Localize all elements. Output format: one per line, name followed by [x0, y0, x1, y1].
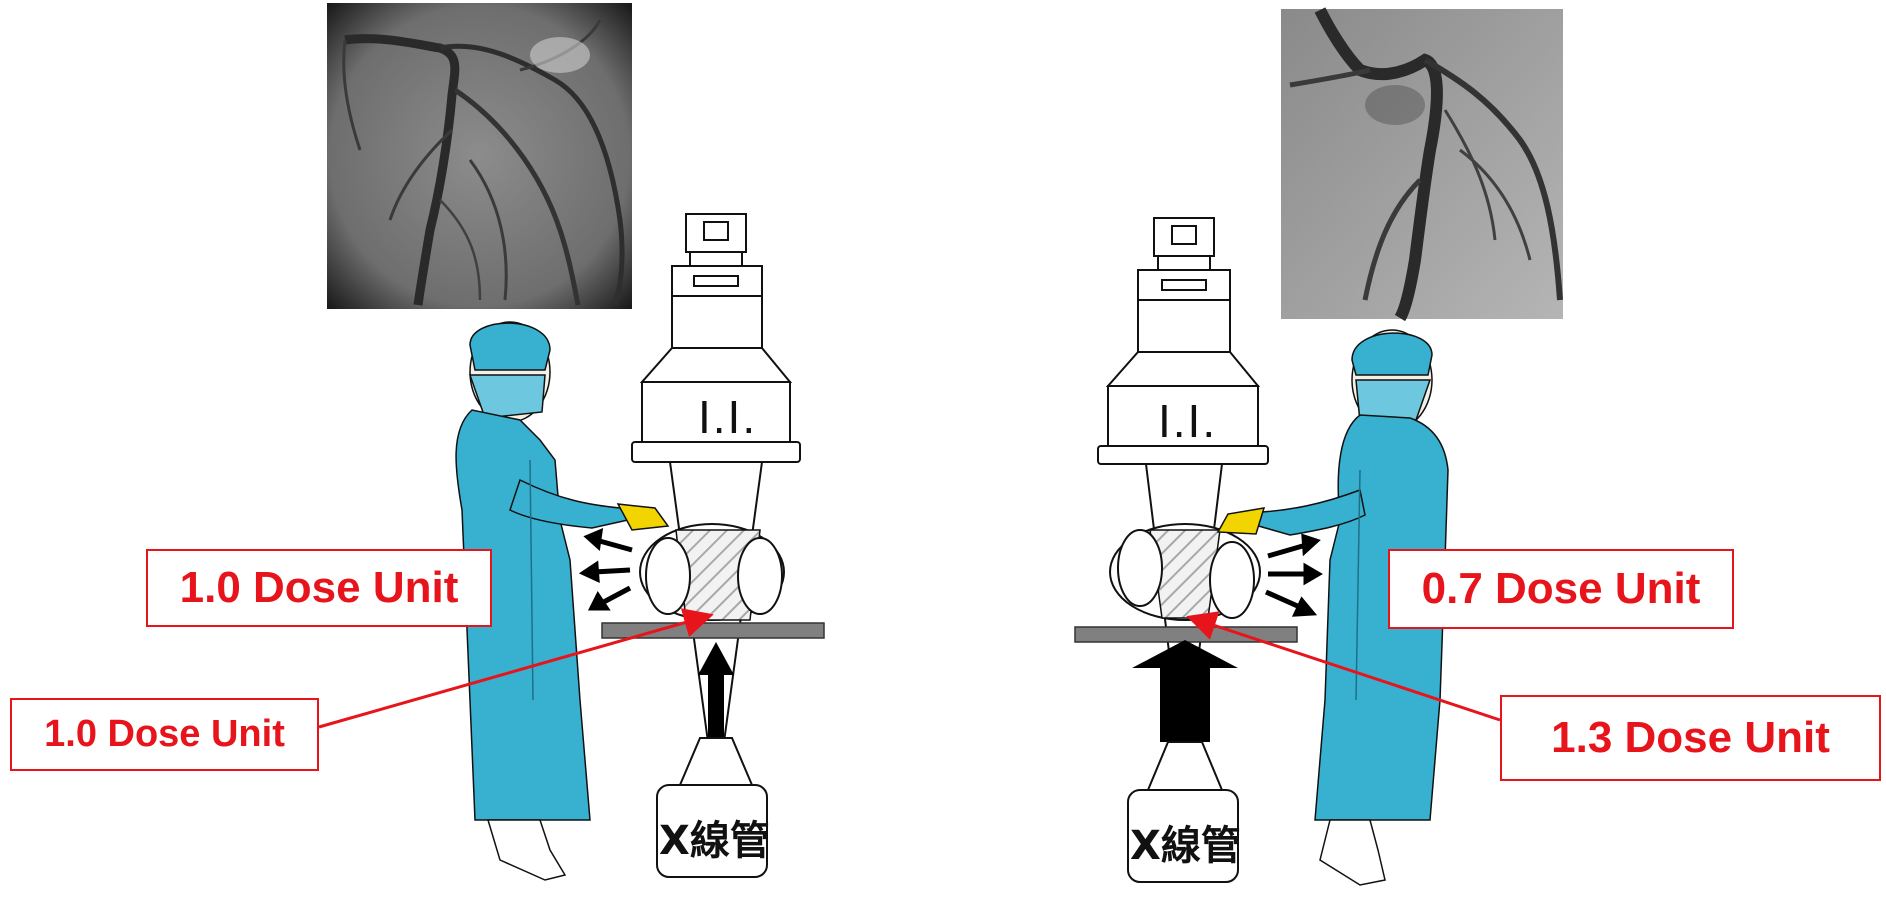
left-patient-dose-label: 1.0 Dose Unit [10, 698, 319, 771]
left-tube-label: X線管 [659, 808, 770, 866]
right-angiogram-image [1281, 9, 1563, 319]
right-patient-table [1075, 627, 1297, 642]
right-operator-dose-label: 0.7 Dose Unit [1388, 549, 1734, 629]
left-scatter-arrows [584, 532, 632, 608]
right-scene [1075, 9, 1563, 885]
left-angiogram-image [327, 3, 632, 309]
right-primary-beam-arrow [1132, 640, 1238, 742]
right-patient [1110, 524, 1260, 620]
right-tube-label: X線管 [1130, 813, 1241, 871]
left-patient [640, 524, 784, 620]
right-scatter-arrows [1266, 537, 1318, 614]
right-patient-dose-label: 1.3 Dose Unit [1500, 695, 1881, 781]
right-intensifier-label: I.I. [1158, 394, 1217, 448]
left-intensifier-label: I.I. [698, 390, 757, 444]
left-operator-dose-label: 1.0 Dose Unit [146, 549, 492, 627]
